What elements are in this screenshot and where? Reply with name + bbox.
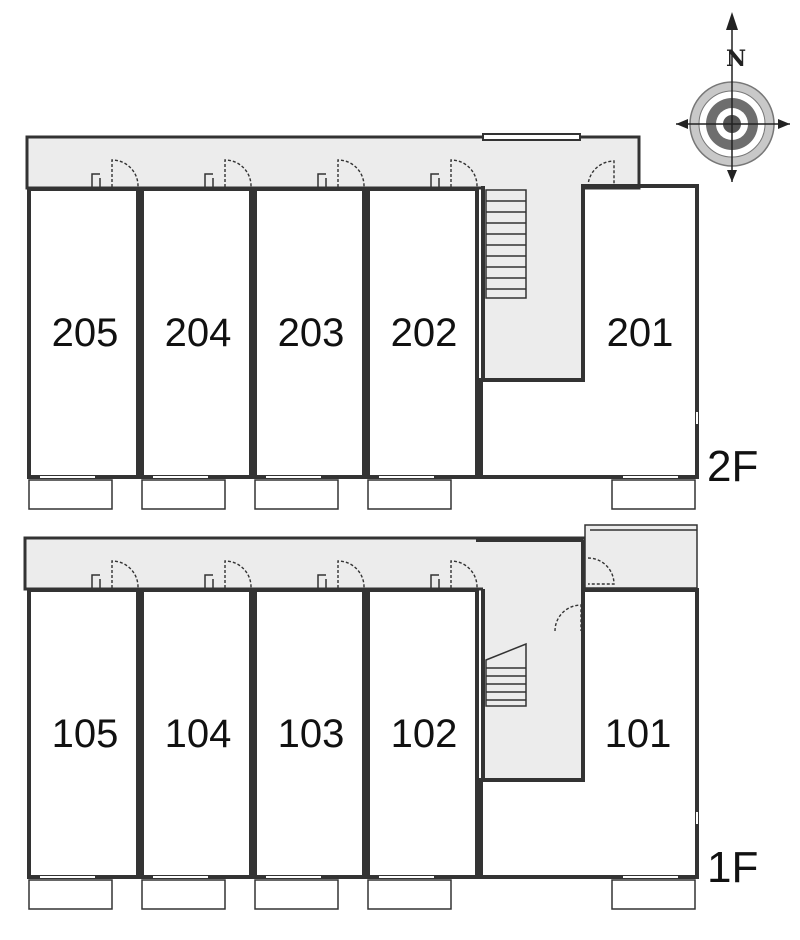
room-label-201: 201: [607, 311, 674, 355]
door-102: [450, 560, 478, 589]
compass-north-label: N: [726, 46, 746, 72]
compass-rose-icon: N: [676, 12, 790, 182]
room-label-105: 105: [52, 712, 119, 756]
staircase-2f: [485, 189, 527, 299]
floor-2f: 205 204 203 202 201 2F: [25, 133, 758, 510]
door-203: [337, 159, 365, 188]
staircase-1f: [485, 642, 527, 707]
corridor-window-2f: [482, 133, 581, 141]
balcony-202: [367, 479, 452, 510]
balcony-103: [254, 879, 339, 910]
balcony-205: [28, 479, 113, 510]
balcony-204: [141, 479, 226, 510]
floor-1f: 105 104 103 102 101 1F: [23, 524, 758, 910]
door-101: [554, 604, 582, 632]
balcony-203: [254, 479, 339, 510]
balcony-101: [611, 879, 696, 910]
balcony-104: [141, 879, 226, 910]
corridor-1f: [23, 536, 587, 591]
door-205: [111, 159, 139, 188]
room-label-204: 204: [165, 311, 232, 355]
room-label-202: 202: [391, 311, 458, 355]
stair-hall-2f: [483, 186, 583, 380]
room-label-102: 102: [391, 712, 458, 756]
door-202: [450, 159, 478, 188]
floor-label-2f: 2F: [707, 442, 758, 491]
door-105: [111, 560, 139, 589]
room-label-205: 205: [52, 311, 119, 355]
balcony-105: [28, 879, 113, 910]
stair-hall-1f: [483, 586, 583, 780]
floor-label-1f: 1F: [707, 843, 758, 892]
door-104: [224, 560, 252, 589]
room-label-104: 104: [165, 712, 232, 756]
door-204: [224, 159, 252, 188]
corridor-2f: [25, 135, 641, 190]
door-201: [587, 160, 615, 188]
door-103: [337, 560, 365, 589]
room-label-101: 101: [605, 712, 672, 756]
door-entrance: [587, 557, 615, 585]
room-label-203: 203: [278, 311, 345, 355]
entrance-1f: [584, 524, 698, 589]
balcony-201: [611, 479, 696, 510]
balcony-102: [367, 879, 452, 910]
room-label-103: 103: [278, 712, 345, 756]
